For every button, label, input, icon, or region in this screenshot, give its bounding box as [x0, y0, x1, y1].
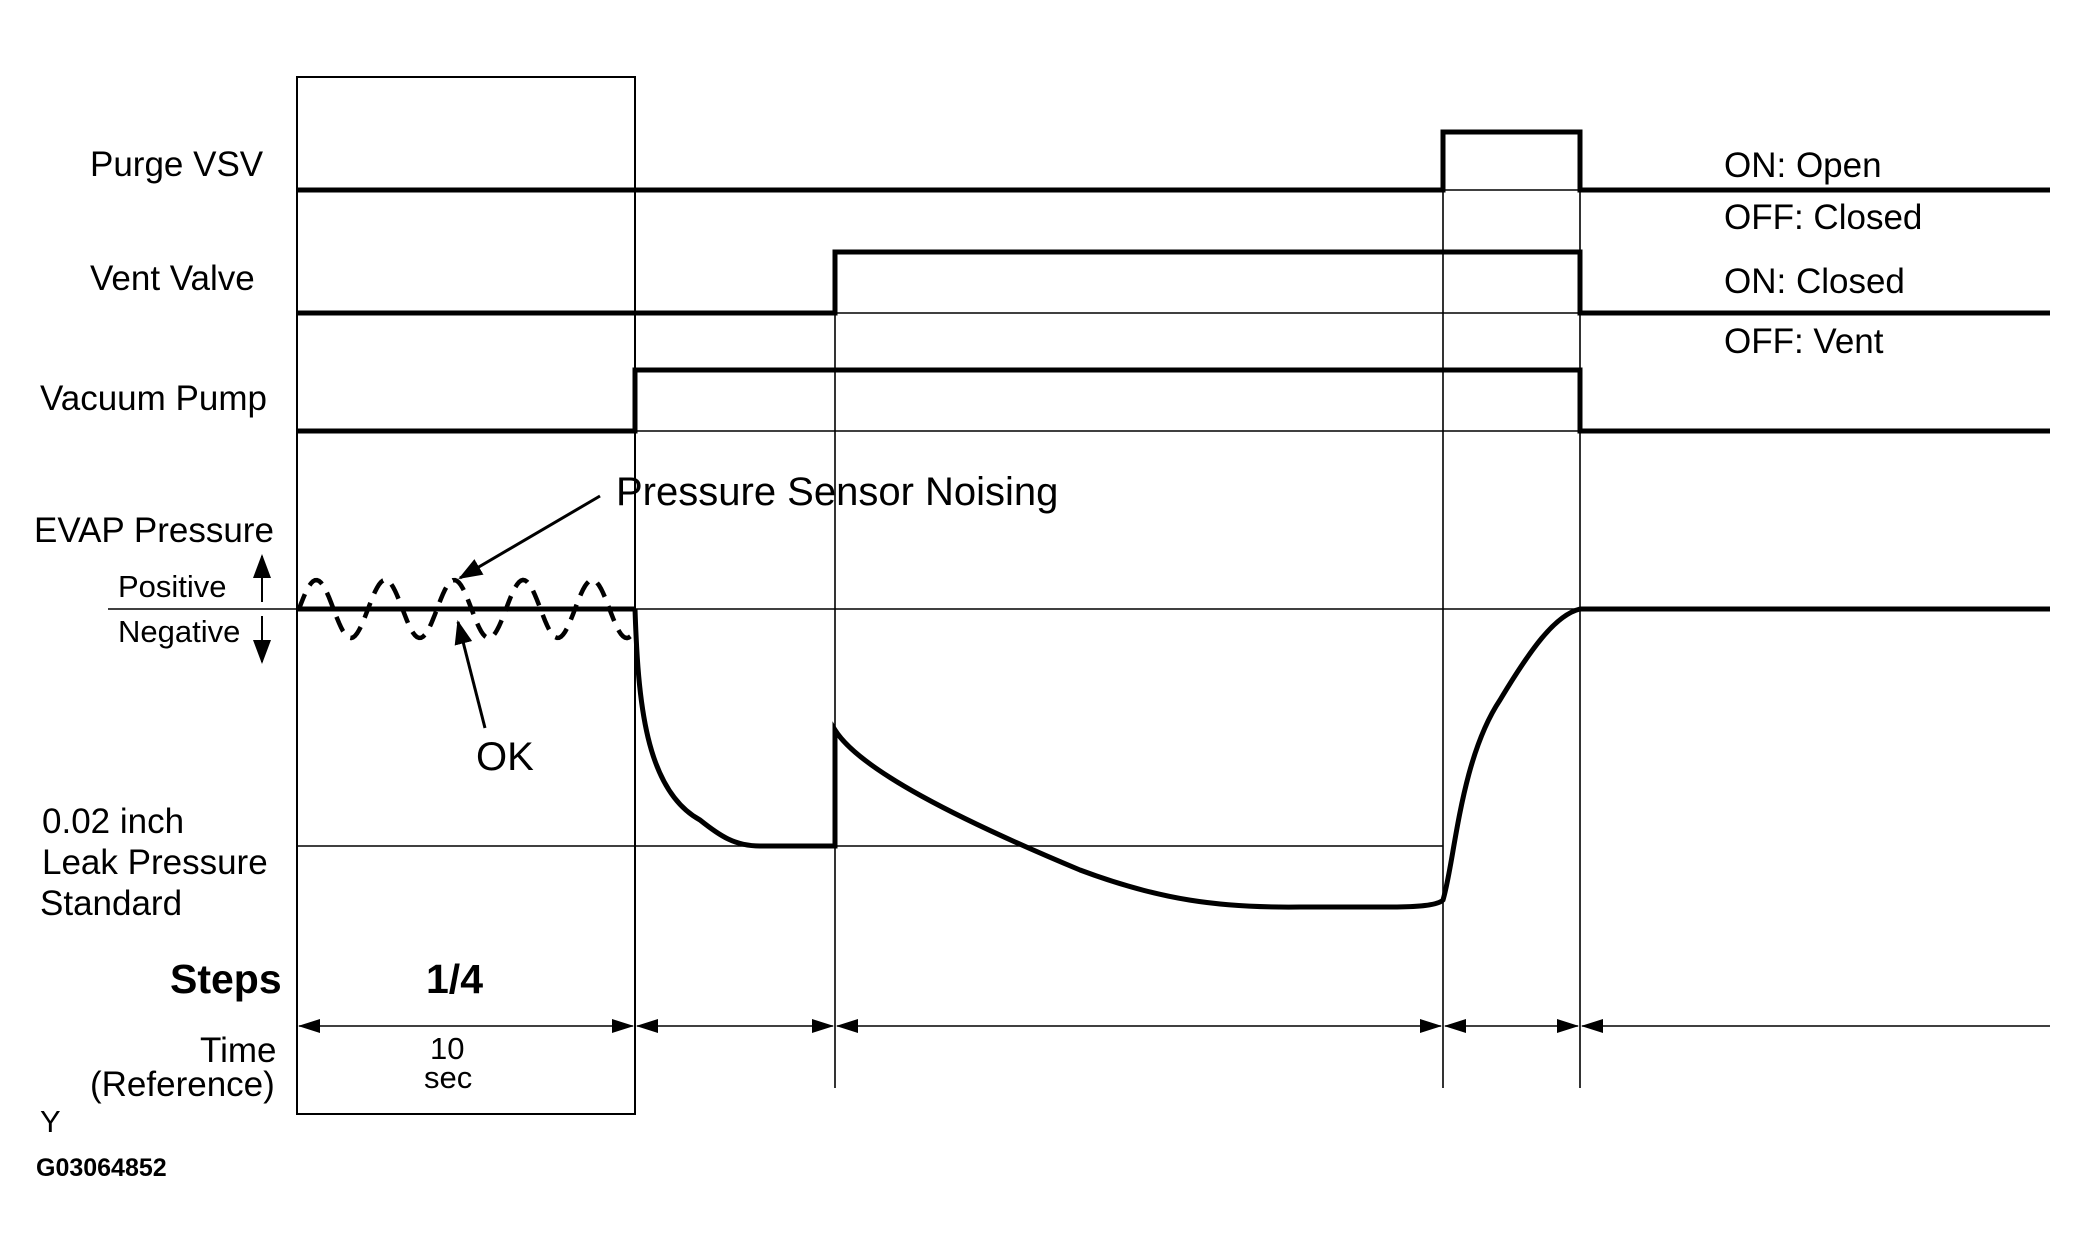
annotation-ok: OK	[476, 735, 534, 779]
label-leak-line1: 0.02 inch	[42, 802, 184, 841]
step1-time-unit: sec	[424, 1060, 472, 1095]
label-positive: Positive	[118, 569, 227, 604]
label-vacuum-pump: Vacuum Pump	[40, 379, 267, 418]
step1-label: 1/4	[426, 956, 483, 1002]
label-negative: Negative	[118, 614, 240, 649]
ok-pointer	[454, 620, 487, 729]
annotation-noise: Pressure Sensor Noising	[616, 470, 1058, 514]
vacuum-pump-waveform	[297, 367, 2050, 434]
state-purge-on: ON: Open	[1724, 146, 1882, 185]
label-evap-pressure: EVAP Pressure	[34, 511, 274, 550]
footer-letter: Y	[40, 1104, 61, 1139]
vent-valve-waveform	[297, 249, 2050, 316]
steps-label: Steps	[170, 956, 282, 1002]
label-leak-line3: Standard	[40, 884, 182, 923]
step1-box	[296, 76, 636, 1115]
state-vent-on: ON: Closed	[1724, 262, 1905, 301]
state-purge-off: OFF: Closed	[1724, 198, 1922, 237]
evap-pressure-curve	[632, 606, 2050, 910]
state-vent-off: OFF: Vent	[1724, 322, 1884, 361]
noise-waveform	[296, 577, 635, 641]
time-label: Time	[200, 1031, 276, 1070]
label-leak-line2: Leak Pressure	[42, 843, 268, 882]
time-reference-label: (Reference)	[90, 1065, 275, 1104]
label-purge-vsv: Purge VSV	[90, 145, 264, 184]
step1-time-value: 10	[430, 1031, 464, 1066]
noise-pointer	[458, 494, 601, 580]
label-vent-valve: Vent Valve	[90, 259, 255, 298]
purge-vsv-waveform	[297, 129, 2050, 193]
figure-id: G03064852	[36, 1154, 167, 1182]
